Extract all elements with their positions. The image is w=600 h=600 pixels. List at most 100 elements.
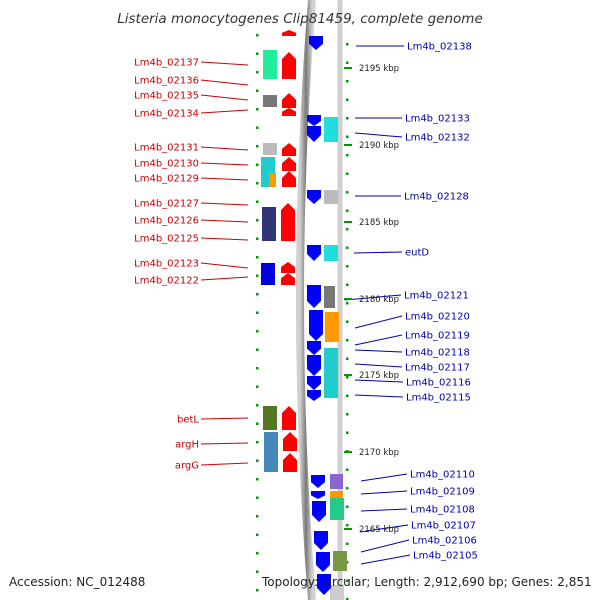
tick-dot <box>256 330 259 333</box>
left-gene-label: Lm4b_02127 <box>134 199 199 210</box>
reverse-gene-arrow <box>281 262 295 273</box>
left-leader-line <box>200 79 249 86</box>
cog-box <box>333 551 347 571</box>
reverse-gene-arrow <box>281 273 295 285</box>
cog-box <box>261 263 275 285</box>
tick-dot <box>346 598 349 600</box>
right-gene-label: Lm4b_02132 <box>405 133 470 144</box>
left-gene-label: Lm4b_02129 <box>134 174 199 185</box>
tick-dot <box>346 376 349 379</box>
reverse-gene-arrow <box>282 406 296 430</box>
left-leader-line <box>200 61 249 66</box>
left-leader-line <box>200 146 249 151</box>
right-gene-label: eutD <box>405 248 429 259</box>
cog-category-boxes <box>261 50 347 600</box>
cog-box <box>324 245 338 261</box>
tick-dot <box>256 200 259 203</box>
tick-dot <box>256 163 259 166</box>
tick-dot <box>256 237 259 240</box>
forward-gene-arrow <box>307 190 321 204</box>
left-gene-label: Lm4b_02130 <box>134 159 199 170</box>
tick-dot <box>256 89 259 92</box>
reverse-gene-arrow <box>282 171 296 187</box>
cog-box <box>324 190 338 204</box>
left-leader-line <box>200 94 249 101</box>
cog-box <box>269 173 276 187</box>
kbp-tick-label: 2175 kbp <box>359 371 399 381</box>
right-leader-line <box>344 294 402 301</box>
tick-dot <box>346 302 349 305</box>
right-leader-line <box>360 554 411 565</box>
reverse-gene-arrow <box>283 432 297 451</box>
tick-dot <box>346 431 349 434</box>
backbone-stroke <box>296 0 316 600</box>
forward-gene-arrow <box>317 574 331 595</box>
cog-box <box>263 95 277 107</box>
left-gene-label: Lm4b_02137 <box>134 58 199 69</box>
right-gene-label: Lm4b_02107 <box>411 521 476 532</box>
right-gene-label: Lm4b_02105 <box>413 551 478 562</box>
forward-gene-arrow <box>307 245 321 261</box>
tick-dot <box>346 43 349 46</box>
tick-dot <box>256 71 259 74</box>
cog-box <box>262 207 276 241</box>
left-leader-line <box>200 162 249 166</box>
right-gene-label: Lm4b_02121 <box>404 291 469 302</box>
label-leader-lines <box>200 45 411 565</box>
left-gene-label: Lm4b_02135 <box>134 91 199 102</box>
reverse-gene-arrow <box>283 453 297 472</box>
tick-dot <box>256 515 259 518</box>
cog-box <box>264 432 278 472</box>
right-gene-label: Lm4b_02115 <box>406 393 471 404</box>
right-leader-line <box>360 473 408 482</box>
kbp-tick-label: 2180 kbp <box>359 295 399 305</box>
left-gene-label: Lm4b_02126 <box>134 216 199 227</box>
tick-dot <box>256 459 259 462</box>
right-gene-label: Lm4b_02108 <box>410 505 475 516</box>
kbp-tick-label: 2170 kbp <box>359 448 399 458</box>
tick-dot <box>256 552 259 555</box>
tick-dot <box>346 561 349 564</box>
right-gene-label: Lm4b_02117 <box>405 363 470 374</box>
tick-dot <box>346 172 349 175</box>
reverse-gene-arrow <box>282 52 296 79</box>
left-leader-line <box>200 276 249 281</box>
left-leader-line <box>200 109 249 114</box>
tick-dot <box>256 570 259 573</box>
forward-gene-arrow <box>312 501 326 522</box>
right-leader-line <box>354 349 403 353</box>
tick-dot <box>346 265 349 268</box>
tick-dot <box>256 145 259 148</box>
right-gene-label: Lm4b_02128 <box>404 192 469 203</box>
cog-box <box>263 50 277 79</box>
right-leader-line <box>354 334 403 346</box>
tick-dot-track <box>256 34 349 600</box>
left-leader-line <box>200 219 249 223</box>
left-gene-label: argG <box>175 461 199 472</box>
tick-dot <box>256 219 259 222</box>
right-leader-line <box>354 132 403 138</box>
forward-gene-arrow <box>307 126 321 142</box>
left-leader-line <box>200 202 249 206</box>
kbp-tick-label: 2190 kbp <box>359 141 399 151</box>
topology-text: Topology: circular; Length: 2,912,690 bp… <box>261 575 592 589</box>
left-gene-label: Lm4b_02125 <box>134 234 199 245</box>
kbp-tick-label: 2165 kbp <box>359 525 399 535</box>
tick-dot <box>346 154 349 157</box>
right-leader-line <box>354 379 404 383</box>
cog-box <box>324 117 338 127</box>
right-gene-label: Lm4b_02120 <box>405 312 470 323</box>
cog-box <box>263 406 277 430</box>
tick-dot <box>256 441 259 444</box>
tick-dot <box>256 589 259 592</box>
tick-dot <box>346 61 349 64</box>
cog-box <box>263 143 277 155</box>
cog-box <box>325 312 339 342</box>
tick-dot <box>256 52 259 55</box>
right-leader-line <box>360 539 410 553</box>
cog-box <box>324 286 335 308</box>
tick-dot <box>346 394 349 397</box>
cog-box <box>261 157 275 173</box>
right-gene-label: Lm4b_02138 <box>407 42 472 53</box>
map-title: Listeria monocytogenes Clip81459, comple… <box>117 11 483 27</box>
